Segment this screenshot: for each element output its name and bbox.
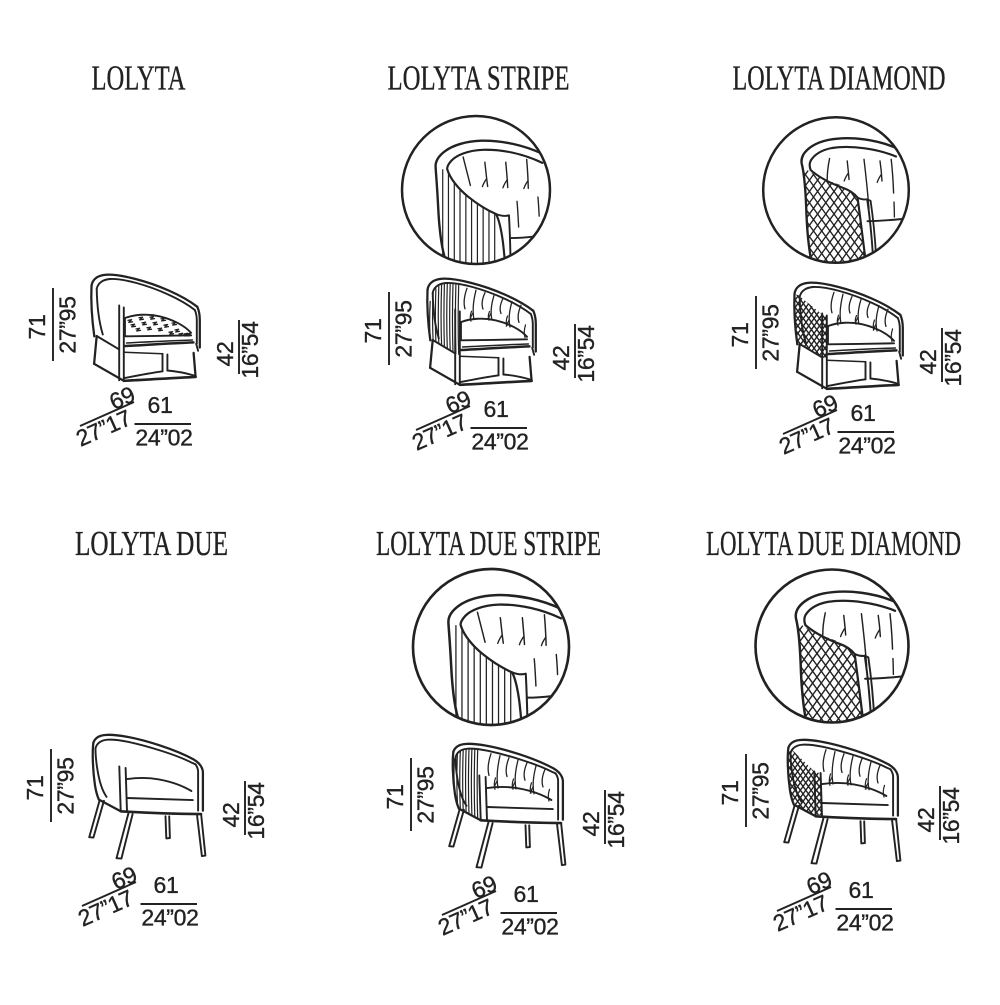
svg-text:LOLYTA DUE DIAMOND: LOLYTA DUE DIAMOND (706, 525, 961, 563)
svg-text:27”95: 27”95 (391, 300, 417, 357)
svg-text:71: 71 (382, 785, 408, 810)
svg-text:16”54: 16”54 (237, 321, 263, 379)
svg-text:16”54: 16”54 (940, 329, 966, 387)
svg-text:42: 42 (218, 803, 244, 828)
svg-text:42: 42 (548, 346, 574, 371)
svg-text:27”17: 27”17 (74, 884, 137, 931)
svg-text:71: 71 (727, 323, 753, 348)
svg-text:61: 61 (484, 396, 509, 422)
svg-text:71: 71 (22, 776, 48, 801)
svg-text:16”54: 16”54 (243, 782, 269, 840)
svg-text:24”02: 24”02 (141, 905, 198, 931)
svg-text:16”54: 16”54 (938, 787, 964, 845)
svg-text:16”54: 16”54 (573, 325, 599, 383)
svg-text:61: 61 (849, 877, 874, 903)
svg-text:24”02: 24”02 (836, 910, 893, 936)
svg-text:27”95: 27”95 (55, 296, 81, 353)
svg-text:27”95: 27”95 (758, 304, 784, 361)
svg-text:71: 71 (360, 319, 386, 344)
svg-text:27”17: 27”17 (434, 893, 497, 940)
svg-text:27”17: 27”17 (408, 408, 471, 455)
svg-text:24”02: 24”02 (838, 433, 895, 459)
svg-text:61: 61 (154, 872, 179, 898)
svg-text:42: 42 (913, 808, 939, 833)
svg-text:71: 71 (717, 781, 743, 806)
svg-text:61: 61 (514, 881, 539, 907)
svg-text:16”54: 16”54 (603, 791, 629, 849)
svg-text:LOLYTA STRIPE: LOLYTA STRIPE (388, 60, 570, 98)
svg-text:71: 71 (24, 315, 50, 340)
svg-text:27”95: 27”95 (748, 762, 774, 819)
svg-text:24”02: 24”02 (135, 425, 192, 451)
svg-text:27”95: 27”95 (53, 757, 79, 814)
svg-text:LOLYTA: LOLYTA (92, 60, 186, 98)
svg-text:42: 42 (212, 342, 238, 367)
svg-text:24”02: 24”02 (501, 914, 558, 940)
svg-text:61: 61 (851, 400, 876, 426)
svg-text:LOLYTA DUE: LOLYTA DUE (75, 525, 228, 563)
svg-text:27”95: 27”95 (413, 766, 439, 823)
svg-text:42: 42 (578, 812, 604, 837)
svg-text:24”02: 24”02 (471, 429, 528, 455)
svg-text:61: 61 (148, 392, 173, 418)
svg-text:42: 42 (915, 350, 941, 375)
svg-text:27”17: 27”17 (72, 404, 135, 451)
svg-text:27”17: 27”17 (769, 889, 832, 936)
svg-text:27”17: 27”17 (775, 412, 838, 459)
svg-text:LOLYTA DUE STRIPE: LOLYTA DUE STRIPE (376, 525, 601, 563)
svg-text:LOLYTA DIAMOND: LOLYTA DIAMOND (733, 60, 946, 98)
